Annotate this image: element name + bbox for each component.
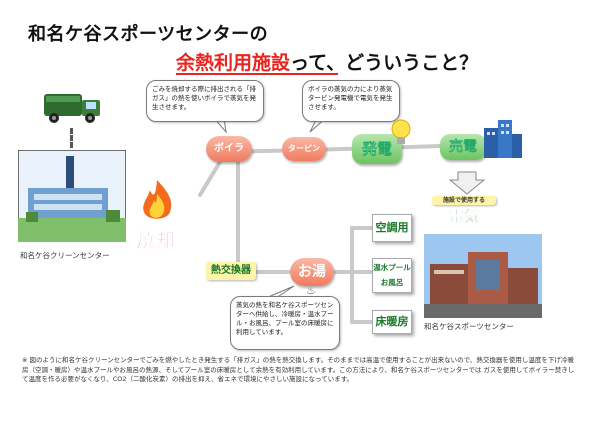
denki-caption: 施設で使用する: [432, 196, 496, 205]
bubble-heat-supply: 蒸気の熱を和名ケ谷スポーツセンターへ供給し、冷暖房・温水プール・お風呂、プール室…: [230, 296, 340, 350]
denki-text: 電気: [448, 207, 479, 225]
use-floor-heating: 床暖房: [372, 310, 412, 334]
shokyaku-label: 焼却: [136, 230, 177, 253]
sports-center-photo: [424, 234, 542, 318]
hot-spring-icon: ♨: [306, 284, 316, 297]
denki-label: 施設で使用する 電気: [432, 196, 496, 225]
fire-icon: [143, 180, 172, 219]
title-underline: [176, 73, 338, 75]
node-heat-exchanger: 熱交換器: [206, 262, 256, 280]
clean-center-illustration: [18, 150, 126, 242]
clean-center-caption: 和名ケ谷クリーンセンター: [20, 251, 110, 260]
node-oyu: お湯: [290, 258, 334, 286]
title-highlight: 余熱利用施設: [176, 52, 291, 74]
node-baiden: 売電: [440, 134, 486, 160]
node-boiler: ボイラ: [206, 136, 252, 162]
footnote: ※ 図のように和名ケ谷クリーンセンターでごみを燃やしたとき発生する「排ガス」の熱…: [22, 356, 575, 383]
node-turbine: ターピン: [282, 137, 326, 161]
use-aircon: 空調用: [372, 214, 412, 242]
down-dashes: [70, 128, 76, 148]
office-buildings-icon: [484, 120, 522, 158]
garbage-truck-icon: [44, 94, 100, 123]
page-title-line1: 和名ケ谷スポーツセンターの: [28, 24, 269, 45]
page-title-line2: 余熱利用施設って、どういうこと？: [176, 48, 478, 75]
use-pool-bath: 温水プール お風呂: [372, 258, 412, 293]
sports-center-caption: 和名ケ谷スポーツセンター: [424, 322, 514, 331]
node-hatsuden: 発電: [352, 134, 402, 164]
bubble-turbine-explanation: ボイラの蒸気の力により蒸気タービン発電機で電気を発生させます。: [302, 80, 400, 122]
title-rest: って、どういうこと？: [290, 52, 479, 74]
bubble-boiler-explanation: ごみを焼却する際に排出される「排ガス」の熱を使いボイラで蒸気を発生させます。: [146, 80, 264, 122]
light-bulb-icon: [391, 119, 411, 144]
